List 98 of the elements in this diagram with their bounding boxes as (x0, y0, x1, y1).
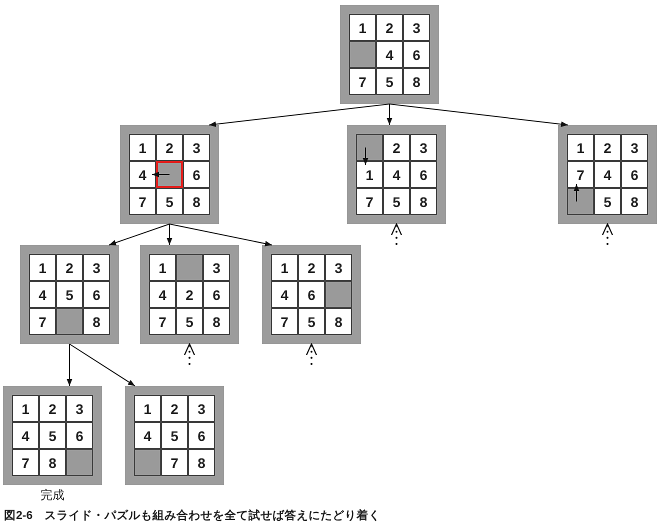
puzzle-board (140, 245, 239, 344)
number-tile: 2 (376, 14, 403, 41)
number-tile: 2 (383, 134, 410, 161)
puzzle-board (340, 5, 439, 104)
number-tile: 2 (39, 395, 66, 422)
number-tile: 3 (183, 134, 210, 161)
continuation-arrow (390, 223, 402, 245)
number-tile: 4 (134, 422, 161, 449)
number-tile: 1 (29, 254, 56, 281)
arrow (108, 224, 170, 246)
number-tile: 1 (349, 14, 376, 41)
number-tile: 5 (176, 308, 203, 335)
number-tile: 5 (383, 188, 410, 215)
number-tile: 7 (271, 308, 298, 335)
number-tile: 3 (83, 254, 110, 281)
number-tile: 6 (183, 161, 210, 188)
number-tile: 7 (567, 161, 594, 188)
number-tile: 6 (621, 161, 648, 188)
puzzle-board (262, 245, 361, 344)
continuation-arrow (306, 343, 318, 365)
number-tile: 3 (410, 134, 437, 161)
arrow (574, 184, 580, 202)
number-tile: 2 (56, 254, 83, 281)
number-tile: 2 (161, 395, 188, 422)
number-tile: 5 (376, 68, 403, 95)
number-tile: 8 (621, 188, 648, 215)
number-tile: 3 (325, 254, 352, 281)
number-tile: 8 (203, 308, 230, 335)
number-tile: 7 (161, 449, 188, 476)
number-tile: 1 (149, 254, 176, 281)
number-tile: 5 (594, 188, 621, 215)
number-tile: 3 (188, 395, 215, 422)
puzzle-board (3, 386, 102, 485)
number-tile: 2 (156, 134, 183, 161)
arrow (66, 344, 72, 386)
puzzle-board (125, 386, 224, 485)
number-tile: 6 (410, 161, 437, 188)
number-tile: 7 (29, 308, 56, 335)
number-tile: 4 (29, 281, 56, 308)
number-tile: 4 (376, 41, 403, 68)
number-tile: 6 (203, 281, 230, 308)
number-tile: 1 (12, 395, 39, 422)
number-tile: 5 (298, 308, 325, 335)
number-tile: 4 (149, 281, 176, 308)
number-tile: 8 (325, 308, 352, 335)
number-tile: 2 (176, 281, 203, 308)
continuation-arrow (184, 343, 196, 365)
number-tile: 8 (410, 188, 437, 215)
continuation-arrow (602, 223, 614, 245)
number-tile: 7 (129, 188, 156, 215)
number-tile: 2 (298, 254, 325, 281)
arrow (386, 104, 392, 126)
number-tile: 7 (349, 68, 376, 95)
number-tile: 5 (56, 281, 83, 308)
number-tile: 3 (66, 395, 93, 422)
number-tile: 1 (271, 254, 298, 281)
arrow (69, 344, 136, 386)
number-tile: 4 (12, 422, 39, 449)
puzzle-board (347, 125, 446, 224)
puzzle-board (120, 125, 219, 224)
number-tile: 8 (83, 308, 110, 335)
number-tile: 6 (188, 422, 215, 449)
arrow (362, 147, 368, 166)
figure-caption: 図2-6 スライド・パズルも組み合わせを全て試せば答えにたどり着く (4, 508, 381, 523)
number-tile: 7 (356, 188, 383, 215)
puzzle-board (558, 125, 657, 224)
arrow (169, 224, 272, 246)
arrow (166, 224, 172, 246)
number-tile: 5 (39, 422, 66, 449)
number-tile: 4 (129, 161, 156, 188)
number-tile: 5 (156, 188, 183, 215)
number-tile: 4 (271, 281, 298, 308)
number-tile: 1 (356, 161, 383, 188)
number-tile: 3 (403, 14, 430, 41)
arrow (389, 104, 568, 127)
number-tile: 6 (83, 281, 110, 308)
number-tile: 3 (203, 254, 230, 281)
number-tile: 2 (594, 134, 621, 161)
number-tile: 8 (39, 449, 66, 476)
number-tile: 8 (188, 449, 215, 476)
puzzle-board (20, 245, 119, 344)
arrow (208, 104, 390, 127)
arrow (152, 172, 170, 178)
number-tile: 4 (383, 161, 410, 188)
number-tile: 1 (567, 134, 594, 161)
number-tile: 6 (66, 422, 93, 449)
number-tile: 5 (161, 422, 188, 449)
number-tile: 7 (12, 449, 39, 476)
number-tile: 4 (594, 161, 621, 188)
number-tile: 8 (403, 68, 430, 95)
node-caption: 完成 (40, 487, 64, 504)
number-tile: 7 (149, 308, 176, 335)
number-tile: 1 (129, 134, 156, 161)
number-tile: 8 (183, 188, 210, 215)
number-tile: 6 (298, 281, 325, 308)
number-tile: 3 (621, 134, 648, 161)
number-tile: 6 (403, 41, 430, 68)
number-tile: 1 (134, 395, 161, 422)
